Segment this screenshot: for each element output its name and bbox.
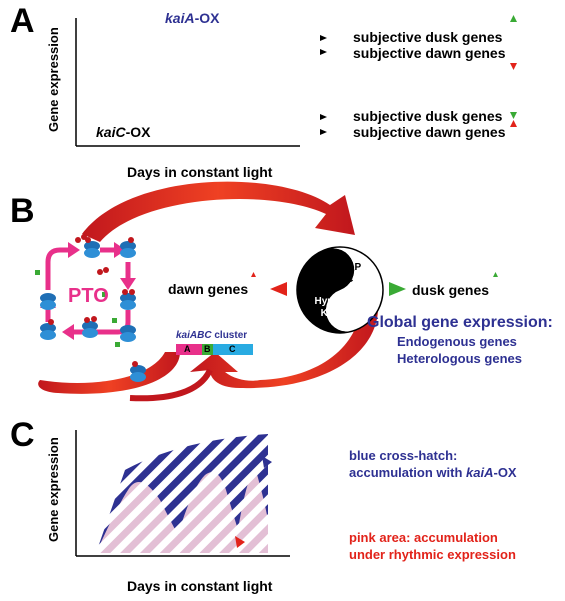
up-triangle-icon [510,15,517,22]
blue-line2-suffix: -OX [493,465,517,480]
kaic-hexamer-icons [35,234,146,382]
cluster-segment-a: A [184,344,191,354]
pink-legend-line2: under rhythmic expression [349,547,516,562]
kaiabc-cluster-bar [176,344,253,355]
panel-a-axes [75,18,300,147]
global-line-endogenous: Endogenous genes [397,334,517,349]
hyper-p-line2: KaiC [330,274,354,285]
hypo-p-kaic-label: Hypo-P KaiC [312,296,352,320]
down-triangle-icon [510,63,517,70]
bullet-arrow-icon [320,129,327,135]
up-triangle-icon [251,272,256,277]
panel-b-arcs [38,181,379,402]
pto-label: PTO [68,285,109,307]
cluster-segment-b: B [204,344,211,354]
blue-legend-line1: blue cross-hatch: [349,448,458,463]
red-arrow-marker [235,536,245,548]
panel-c-letter: C [10,416,35,454]
kaic-row-dawn: subjective dawn genes [353,124,506,140]
up-triangle-icon [510,120,517,127]
down-triangle-icon [510,112,517,119]
panel-a-letter: A [10,2,35,40]
blue-line2-prefix: accumulation with [349,465,467,480]
kaiabc-italic: kaiABC [176,330,212,341]
kaia-row-dawn: subjective dawn genes [353,45,506,61]
panel-c-axes [75,430,290,557]
dawn-genes-label: dawn genes [168,281,249,297]
up-triangle-icon [493,272,498,277]
kaia-suffix: -OX [194,10,220,26]
kaiabc-suffix: cluster [211,330,248,341]
panel-c-y-label: Gene expression [46,437,61,542]
left-arrow-icon [270,282,287,296]
blue-arrow-marker [262,456,272,468]
kaia-ox-label: kaiA-OX [165,10,219,26]
hypo-p-line2: KaiC [320,308,344,319]
blue-line2-italic: kaiA [466,465,494,480]
hyper-p-kaic-label: Hyper-P KaiC [322,262,362,286]
pink-hatch-area [96,468,268,553]
blue-legend-line2: accumulation with kaiA-OX [349,465,517,480]
global-gene-expression-title: Global gene expression: [367,314,553,331]
kaic-italic: kaiC [96,124,126,140]
bullet-arrow-icon [320,35,327,41]
panel-c-x-label: Days in constant light [127,578,273,594]
panel-a-markers [320,15,517,135]
global-line-heterologous: Heterologous genes [397,351,522,366]
hypo-p-line1: Hypo-P [314,296,350,307]
bullet-arrow-icon [320,114,327,120]
hyper-p-line1: Hyper-P [322,262,362,273]
pink-legend-line1: pink area: accumulation [349,530,498,545]
bullet-arrow-icon [320,49,327,55]
kaiabc-cluster-label: kaiABC cluster [176,330,247,341]
kaic-ox-label: kaiC-OX [96,124,150,140]
kaic-suffix: -OX [125,124,151,140]
panel-b-letter: B [10,192,35,230]
panel-a-y-label: Gene expression [46,27,61,132]
yin-yang [296,246,384,334]
kaic-row-dusk: subjective dusk genes [353,108,503,124]
kaia-italic: kaiA [165,10,195,26]
kaia-row-dusk: subjective dusk genes [353,29,503,45]
right-arrow-icon [389,282,406,296]
panel-a-x-label: Days in constant light [127,164,273,180]
dusk-genes-label: dusk genes [412,282,490,298]
cluster-segment-c: C [229,344,236,354]
